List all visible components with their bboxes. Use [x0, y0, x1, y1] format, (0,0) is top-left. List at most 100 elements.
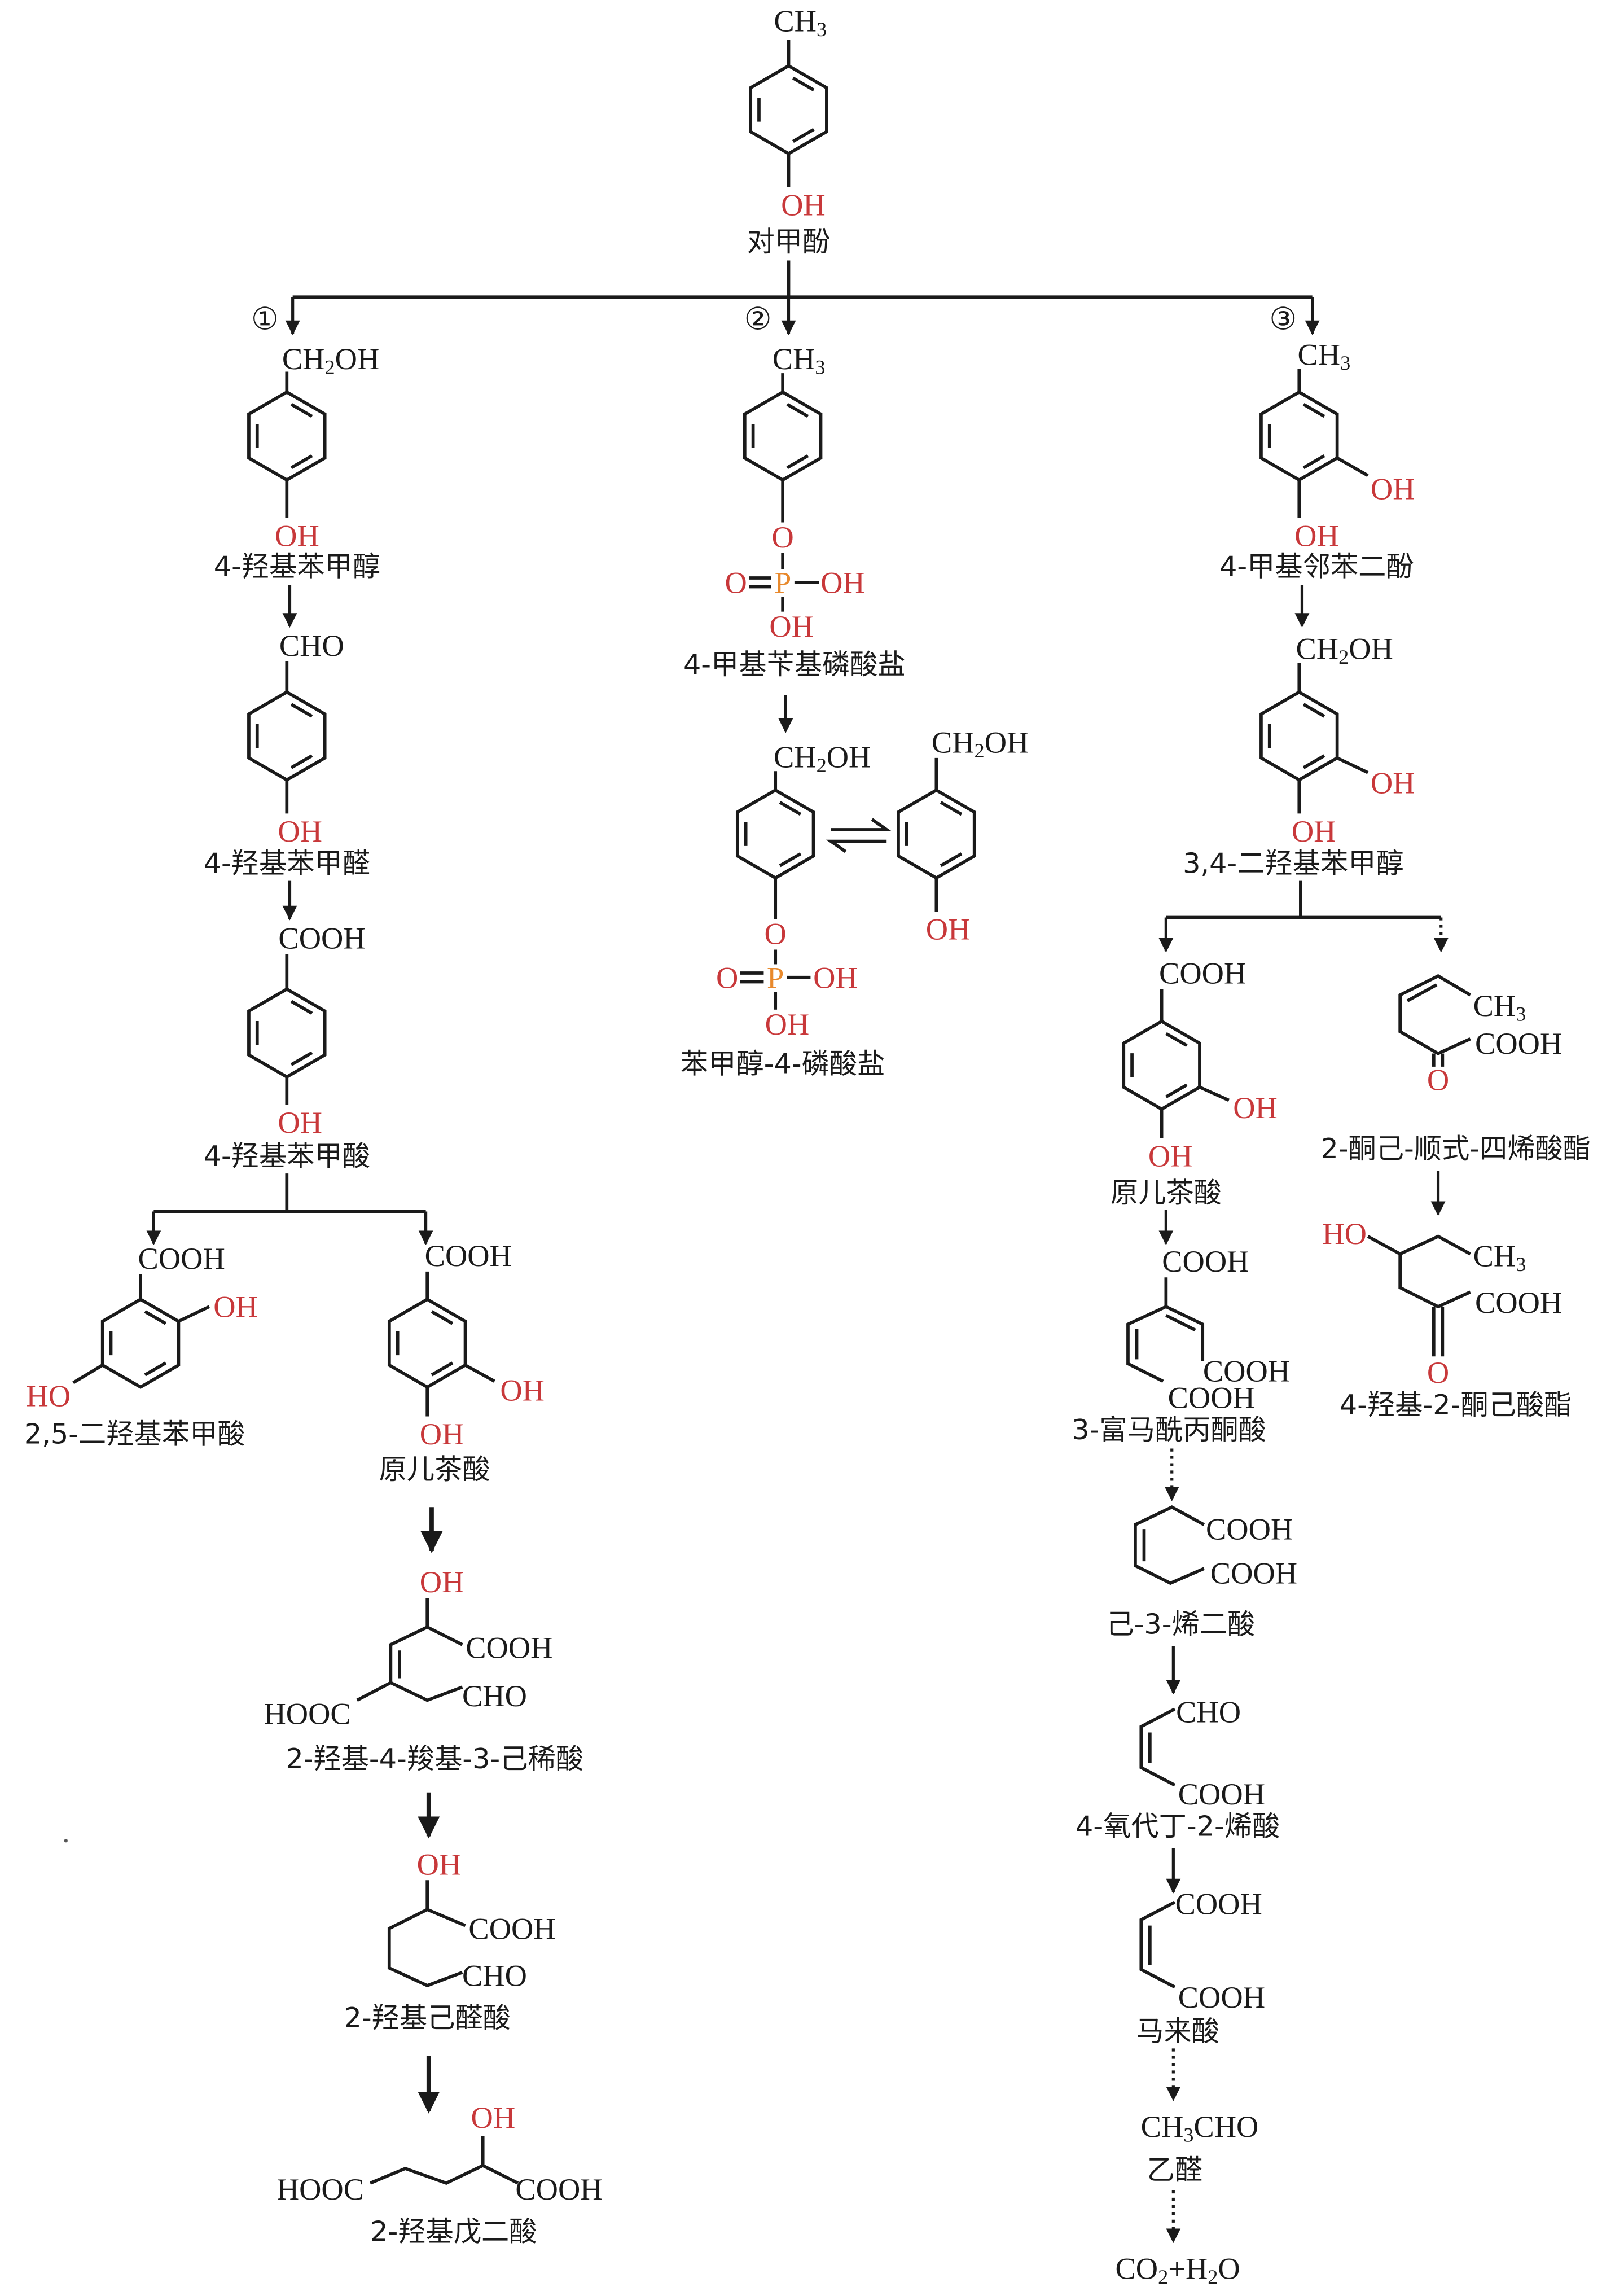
phosphorus-label: P [767, 960, 784, 994]
compound-name: 原儿茶酸 [379, 1453, 490, 1486]
hydroxyl-label: OH [471, 2100, 516, 2135]
benzene-ring [247, 987, 327, 1079]
compound-name: 4-甲基苄基磷酸盐 [683, 648, 906, 681]
ring-double-bond [431, 1361, 454, 1377]
formula-ch3: CH3 [1473, 1238, 1526, 1276]
oxygen-label: O [725, 565, 747, 599]
compound-name: 4-甲基邻苯二酚 [1219, 550, 1414, 582]
route-1: CH2OH OH 4-羟基苯甲醇 CHO OH 4-羟基苯甲醛 COOH OH … [24, 341, 603, 2248]
formula-ch3: CH3 [773, 341, 826, 379]
benzene-ring [1259, 390, 1339, 482]
compound-name: 4-羟基苯甲醛 [204, 847, 370, 880]
ring-double-bond [1165, 1032, 1188, 1047]
formula-cooh: COOH [1175, 1886, 1262, 1921]
route-split: ① ② ③ [251, 260, 1320, 336]
ring-double-bond [290, 754, 313, 769]
formula-cooh: COOH [1475, 1026, 1562, 1061]
ring-double-bond [431, 1310, 454, 1325]
compound-name: 原儿茶酸 [1111, 1176, 1222, 1209]
ring-double-bond [940, 801, 963, 816]
benzene-ring [100, 1297, 181, 1389]
ring-double-bond [1302, 703, 1325, 718]
ring-double-bond [144, 1361, 167, 1377]
route-2: CH3 O O P OH OH 4-甲基苄基磷酸盐 CH2OH O O P OH… [681, 341, 1029, 1080]
compound-name: 2-羟基己醛酸 [344, 2001, 511, 2034]
route-3-marker: ③ [1269, 302, 1297, 336]
formula-cooh: COOH [1178, 1777, 1265, 1811]
ring-double-bond [792, 128, 815, 143]
benzene-ring [749, 64, 828, 156]
ring-double-bond [144, 1310, 167, 1325]
route-2-marker: ② [744, 302, 772, 336]
oxygen-label: O [1427, 1355, 1449, 1390]
formula-cooh: COOH [278, 921, 365, 955]
formula-hooc: HOOC [264, 1696, 350, 1730]
ring-double-bond [290, 1000, 313, 1015]
hydroxyl-label: OH [1148, 1139, 1193, 1173]
formula-cooh: COOH [138, 1241, 225, 1276]
formula-co2-h2o: CO2+H2O [1115, 2251, 1240, 2287]
ring-double-bond [792, 76, 815, 92]
ring-double-bond [1302, 402, 1325, 418]
ring-double-bond [290, 454, 313, 470]
hydroxyl-label: OH [765, 1007, 810, 1041]
ring-double-bond [786, 454, 809, 470]
compound-name: 4-羟基-2-酮己酸酯 [1340, 1388, 1572, 1421]
hydroxyl-label: OH [275, 518, 319, 553]
compound-name: 3-富马酰丙酮酸 [1072, 1413, 1266, 1446]
formula-ch2oh: CH2OH [774, 739, 871, 777]
ring-double-bond [779, 801, 802, 816]
ring-double-bond [290, 402, 313, 418]
stray-dot [64, 1839, 68, 1843]
compound-name: 2-酮己-顺式-四烯酸酯 [1320, 1132, 1591, 1165]
formula-ch3: CH3 [1473, 988, 1526, 1026]
formula-cooh: COOH [466, 1631, 552, 1665]
hydroxyl-label: OH [500, 1373, 545, 1407]
oxygen-label: O [771, 520, 793, 554]
ring-double-bond [940, 852, 963, 868]
formula-acetaldehyde: CH3CHO [1141, 2109, 1259, 2146]
hydroxyl-label: OH [1233, 1090, 1278, 1125]
benzene-ring [743, 390, 823, 482]
hydroxyl-label: OH [820, 565, 865, 599]
compound-name: 己-3-烯二酸 [1106, 1608, 1255, 1641]
compound-name: 苯甲醇-4-磷酸盐 [681, 1048, 885, 1080]
hydroxyl-label: OH [769, 609, 814, 643]
hydroxyl-label: OH [213, 1290, 258, 1324]
benzene-ring [1122, 1019, 1201, 1111]
benzene-ring [247, 690, 327, 782]
oxygen-label: O [1427, 1063, 1449, 1097]
hydroxyl-label: OH [926, 912, 971, 947]
formula-cooh: COOH [1178, 1980, 1265, 2014]
compound-name: 2,5-二羟基苯甲酸 [24, 1418, 245, 1451]
oxygen-label: O [765, 916, 787, 950]
compound-name: 对甲酚 [747, 225, 831, 258]
p-cresol: CH3 OH 对甲酚 [747, 3, 831, 258]
compound-name: 4-羟基苯甲醇 [214, 550, 380, 582]
hydroxyl-label: HO [1322, 1216, 1367, 1251]
formula-ch2oh: CH2OH [932, 725, 1029, 762]
formula-cooh: COOH [515, 2172, 602, 2206]
compound-name: 2-羟基-4-羧基-3-己稀酸 [286, 1742, 583, 1775]
formula-ch2oh: CH2OH [1296, 631, 1393, 668]
formula-ch3: CH3 [774, 3, 827, 41]
formula-cooh: COOH [1210, 1556, 1297, 1590]
formula-cooh: COOH [1159, 956, 1246, 990]
equilibrium-arrows-icon [826, 818, 892, 853]
hydroxyl-label: OH [420, 1417, 464, 1451]
compound-name: 2-羟基戊二酸 [370, 2215, 537, 2247]
benzene-ring [897, 788, 976, 880]
phosphorus-label: P [774, 565, 791, 599]
compound-name: 乙醛 [1147, 2154, 1203, 2187]
hydroxyl-label: OH [278, 814, 322, 848]
formula-hooc: HOOC [277, 2172, 364, 2206]
formula-cooh: COOH [1162, 1244, 1249, 1278]
hydroxyl-label: OH [420, 1565, 464, 1599]
benzene-ring [735, 788, 815, 880]
formula-cooh: COOH [425, 1238, 512, 1273]
oxygen-label: O [716, 960, 738, 994]
formula-cooh: COOH [1168, 1380, 1255, 1414]
hydroxyl-label: OH [813, 960, 858, 994]
formula-cooh: COOH [1206, 1512, 1293, 1546]
